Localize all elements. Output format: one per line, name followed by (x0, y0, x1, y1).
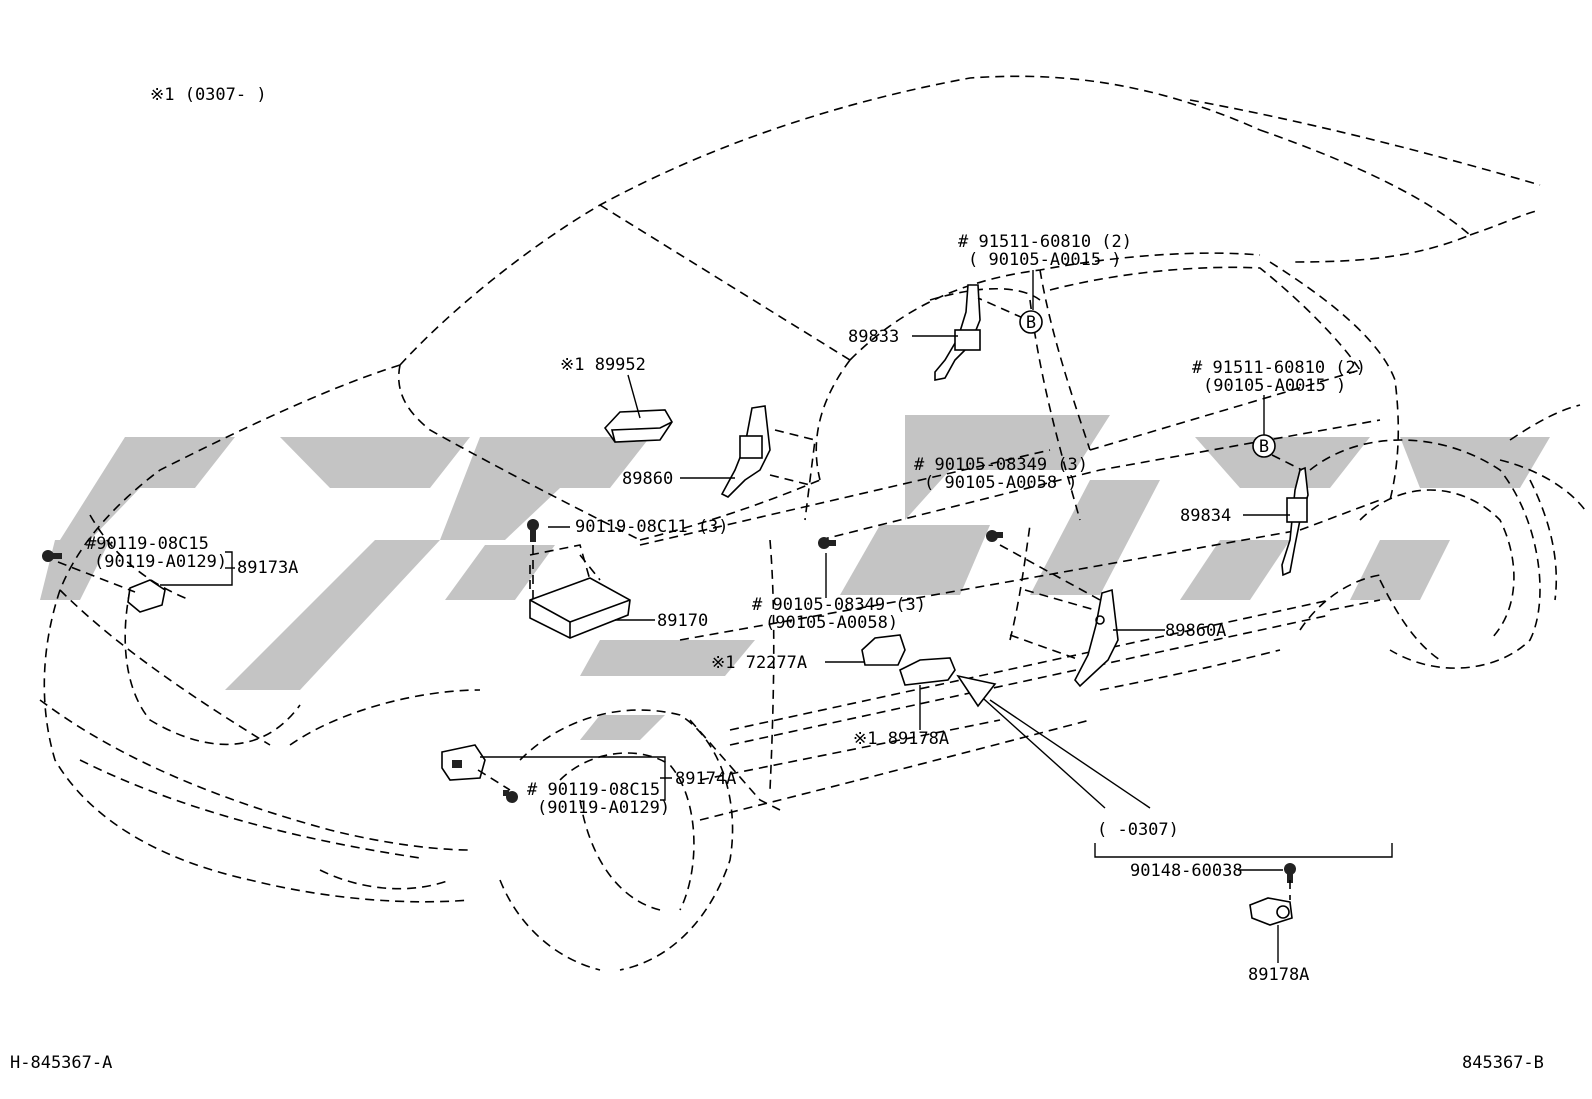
vehicle-outline (39, 75, 1586, 971)
part-72277a-shape (861, 634, 906, 666)
label-90119-08c11: 90119-08C11 (3) (575, 517, 729, 537)
bracket-89860a-shape (1074, 588, 1119, 688)
label-89860: 89860 (622, 469, 673, 489)
label-91511-top: # 91511-60810 (2) (958, 232, 1132, 252)
label-90119-a0129-lower: (90119-A0129) (537, 798, 670, 818)
bolt-icon (527, 519, 539, 542)
label-90119-08c15-left: #90119-08C15 (86, 534, 209, 554)
label-89174a: 89174A (675, 769, 736, 789)
label-72277a: ※1 72277A (711, 653, 807, 673)
label-90105-a0015-top: ( 90105-A0015 ) (968, 250, 1122, 270)
label-90119-a0129-left: (90119-A0129) (94, 552, 227, 572)
footer-right-code: 845367-B (1462, 1053, 1544, 1073)
inset-range-note: ( -0307) (1097, 820, 1179, 840)
label-90105-08349-lower: # 90105-08349 (3) (752, 595, 926, 615)
sensor-89173a-shape (127, 579, 166, 613)
label-90148-60038: 90148-60038 (1130, 861, 1243, 881)
label-89178a-inset: 89178A (1248, 965, 1309, 985)
bolt-icon (42, 550, 62, 562)
label-89952: ※1 89952 (560, 355, 646, 375)
label-90105-a0058-upper: ( 90105-A0058 ) (924, 473, 1078, 493)
part-drawings (42, 284, 1309, 926)
watermark-logo (40, 415, 1550, 740)
header-note: ※1 (0307- ) (150, 85, 267, 105)
bolt-icon (986, 530, 1003, 542)
callout-b-upper: B (1019, 310, 1043, 334)
label-89833: 89833 (848, 327, 899, 347)
part-labels: ※1 (0307- ) ※1 89952 89833 # 91511-60810… (10, 85, 1544, 1073)
bolt-icon (503, 790, 518, 803)
label-89834: 89834 (1180, 506, 1231, 526)
sensor-89178a-shape (899, 657, 956, 686)
label-90105-a0015-right: (90105-A0015 ) (1203, 376, 1346, 396)
label-89170: 89170 (657, 611, 708, 631)
label-89178a-main: ※1 89178A (853, 729, 949, 749)
label-90105-a0058-lower: (90105-A0058) (765, 613, 898, 633)
leader-lines (57, 270, 1393, 963)
bolt-icon (818, 537, 836, 549)
label-89860a: 89860A (1165, 621, 1226, 641)
bolt-icon (1284, 863, 1296, 883)
callout-letter: B (1259, 437, 1269, 457)
sensor-89174a-shape (441, 744, 486, 781)
callout-b-right: B (1252, 434, 1276, 458)
callout-letter: B (1026, 313, 1036, 333)
footer-left-code: H-845367-A (10, 1053, 112, 1073)
label-90119-08c15-lower: # 90119-08C15 (527, 780, 660, 800)
ecu-89170-shape (529, 577, 631, 639)
label-90105-08349-upper: # 90105-08349 (3) (914, 455, 1088, 475)
label-89173a: 89173A (237, 558, 298, 578)
label-91511-right: # 91511-60810 (2) (1192, 358, 1366, 378)
